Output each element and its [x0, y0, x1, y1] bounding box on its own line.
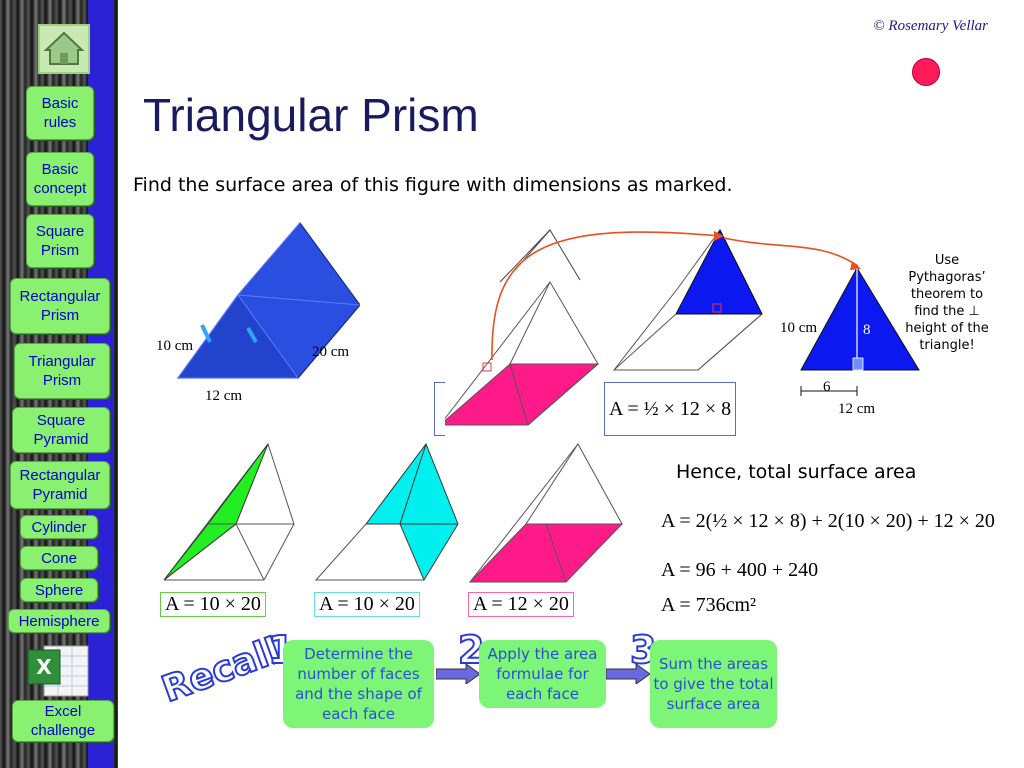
excel-icon[interactable]: X [24, 640, 92, 700]
formula-box-edge [434, 382, 445, 436]
dim-12-label: 12 cm [205, 388, 243, 404]
main-prism-diagram [176, 222, 360, 379]
step-2-text: Apply the area formulae for each face [487, 645, 598, 703]
copyright: © Rosemary Vellar [873, 18, 988, 34]
green-face-prism-diagram [163, 442, 295, 581]
nav-triangular-prism[interactable]: Triangular Prism [14, 343, 110, 399]
triangle-base-label: 12 cm [838, 401, 876, 417]
arrow-1-icon [436, 664, 480, 684]
home-button[interactable] [38, 24, 90, 74]
step-3-text: Sum the areas to give the total surface … [653, 655, 774, 713]
arrow-2-icon [606, 664, 650, 684]
step-3-box: Sum the areas to give the total surface … [650, 640, 777, 728]
question-text: Find the surface area of this figure wit… [133, 174, 733, 196]
hence-text: Hence, total surface area [676, 461, 917, 483]
page-title: Triangular Prism [143, 89, 479, 141]
nav-rectangular-prism[interactable]: Rectangular Prism [10, 278, 110, 334]
nav-basic-rules[interactable]: Basic rules [26, 86, 94, 140]
exploded-prism-diagram [438, 229, 600, 426]
cyan-face-formula: A = 10 × 20 [314, 592, 420, 617]
pythagoras-note: Use Pythagoras’ theorem to find the ⊥ he… [905, 253, 989, 353]
nav-hemisphere[interactable]: Hemisphere [8, 609, 110, 633]
triangle-formula: A = ½ × 12 × 8 [609, 398, 732, 420]
dim-10-label: 10 cm [156, 338, 194, 354]
pink-face-formula: A = 12 × 20 [468, 592, 574, 617]
total-line-2: A = 96 + 400 + 240 [661, 559, 819, 581]
cyan-face-prism-diagram [314, 442, 459, 582]
nav-basic-concept[interactable]: Basic concept [26, 152, 94, 206]
triangle-side-label: 10 cm [780, 320, 818, 336]
blue-triangle-prism-diagram [612, 228, 763, 371]
home-icon [43, 31, 85, 65]
step-2-box: Apply the area formulae for each face [479, 640, 606, 708]
step-1-text: Determine the number of faces and the sh… [295, 645, 422, 723]
dim-20-label: 20 cm [312, 344, 350, 360]
nav-square-pyramid[interactable]: Square Pyramid [12, 407, 110, 453]
red-dot-button[interactable] [912, 58, 940, 86]
nav-cylinder[interactable]: Cylinder [20, 515, 98, 539]
triangle-half-base-label: 6 [823, 379, 831, 395]
triangle-height-label: 8 [863, 322, 871, 338]
nav-rectangular-pyramid[interactable]: Rectangular Pyramid [10, 461, 110, 509]
svg-text:X: X [36, 655, 52, 679]
nav-cone[interactable]: Cone [20, 546, 98, 570]
recall-word: Recall [156, 629, 287, 711]
pink-face-prism-diagram [468, 443, 624, 583]
triangle-formula-box: A = ½ × 12 × 8 [604, 382, 737, 436]
isolated-triangle-diagram [800, 267, 920, 396]
total-line-1: A = 2(½ × 12 × 8) + 2(10 × 20) + 12 × 20 [661, 510, 995, 532]
transfer-arrows [491, 231, 861, 360]
nav-sphere[interactable]: Sphere [20, 578, 98, 602]
step-1-box: Determine the number of faces and the sh… [283, 640, 434, 728]
total-line-3: A = 736cm² [661, 594, 757, 616]
nav-square-prism[interactable]: Square Prism [26, 214, 94, 268]
nav-excel-challenge[interactable]: Excel challenge [12, 700, 114, 742]
green-face-formula: A = 10 × 20 [160, 592, 266, 617]
